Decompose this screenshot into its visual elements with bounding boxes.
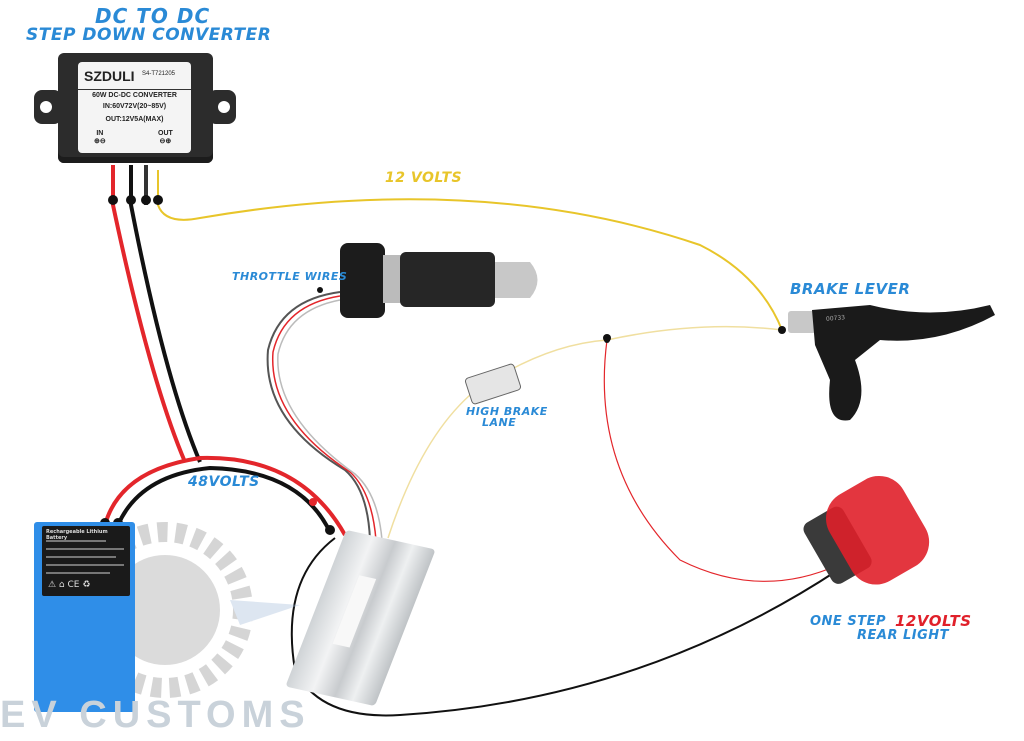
minus-plus-icon: ⊖⊕ <box>159 138 172 145</box>
label-brake-lever: Brake Lever <box>790 280 911 298</box>
converter-brand: SZDULI <box>84 68 135 84</box>
label-rear-light: Rear Light <box>857 628 950 643</box>
converter-spec-output: OUT:12V5A(MAX) <box>105 116 164 123</box>
gear-watermark-icon <box>77 522 300 698</box>
battery-label: Rechargeable Lithium Battery ⚠ ⌂ CE ♻ <box>42 526 130 596</box>
wire-controller-loop <box>290 537 839 717</box>
label-12-volts: 12 Volts <box>385 170 463 186</box>
controller-label <box>332 575 377 648</box>
label-high-brake: High Brake <box>466 405 548 418</box>
throttle-grip <box>340 243 538 318</box>
wire-high-brake <box>387 325 783 539</box>
label-lane: Lane <box>482 416 517 429</box>
converter-label-plate: SZDULI S4-T721205 60W DC-DC CONVERTER IN… <box>78 62 191 153</box>
wire-48v-black <box>116 465 332 533</box>
converter-in-label: IN <box>96 130 104 137</box>
converter-out-label: OUT <box>158 130 173 137</box>
wire-rear-light-red <box>603 339 839 582</box>
label-rear-light-volts: 12Volts <box>895 612 972 630</box>
battery-label-title: Rechargeable Lithium Battery <box>46 529 108 541</box>
wire-converter-black <box>129 165 202 463</box>
wire-48v-red <box>103 455 347 536</box>
battery-certification-icons: ⚠ ⌂ CE ♻ <box>48 580 91 590</box>
converter-model: S4-T721205 <box>142 71 176 77</box>
converter-spec-power: 60W DC-DC CONVERTER <box>78 89 191 99</box>
label-48-volts: 48Volts <box>188 474 260 490</box>
ev-customs-watermark: EV CUSTOMS <box>0 694 311 736</box>
title-step-down-converter: Step Down Converter <box>26 25 272 45</box>
brake-lever <box>788 305 995 421</box>
wire-converter-red <box>111 165 187 463</box>
converter-mount-left <box>34 90 62 124</box>
converter-out-terminal: OUT ⊖⊕ <box>158 130 173 146</box>
battery-pack: Rechargeable Lithium Battery ⚠ ⌂ CE ♻ <box>34 522 135 712</box>
wire-12v-yellow <box>157 170 783 331</box>
plus-minus-icon: ⊕⊖ <box>94 138 106 145</box>
converter-in-terminal: IN ⊕⊖ <box>94 130 106 146</box>
label-throttle-wires: Throttle Wires <box>232 270 348 283</box>
dc-dc-converter: SZDULI S4-T721205 60W DC-DC CONVERTER IN… <box>58 53 213 163</box>
rear-light <box>803 475 930 585</box>
wire-throttle <box>266 291 371 541</box>
converter-spec-input: IN:60V72V(20~85V) <box>102 103 167 110</box>
title-dc-to-dc: DC to DC <box>95 4 211 28</box>
label-one-step: One Step <box>810 614 886 629</box>
